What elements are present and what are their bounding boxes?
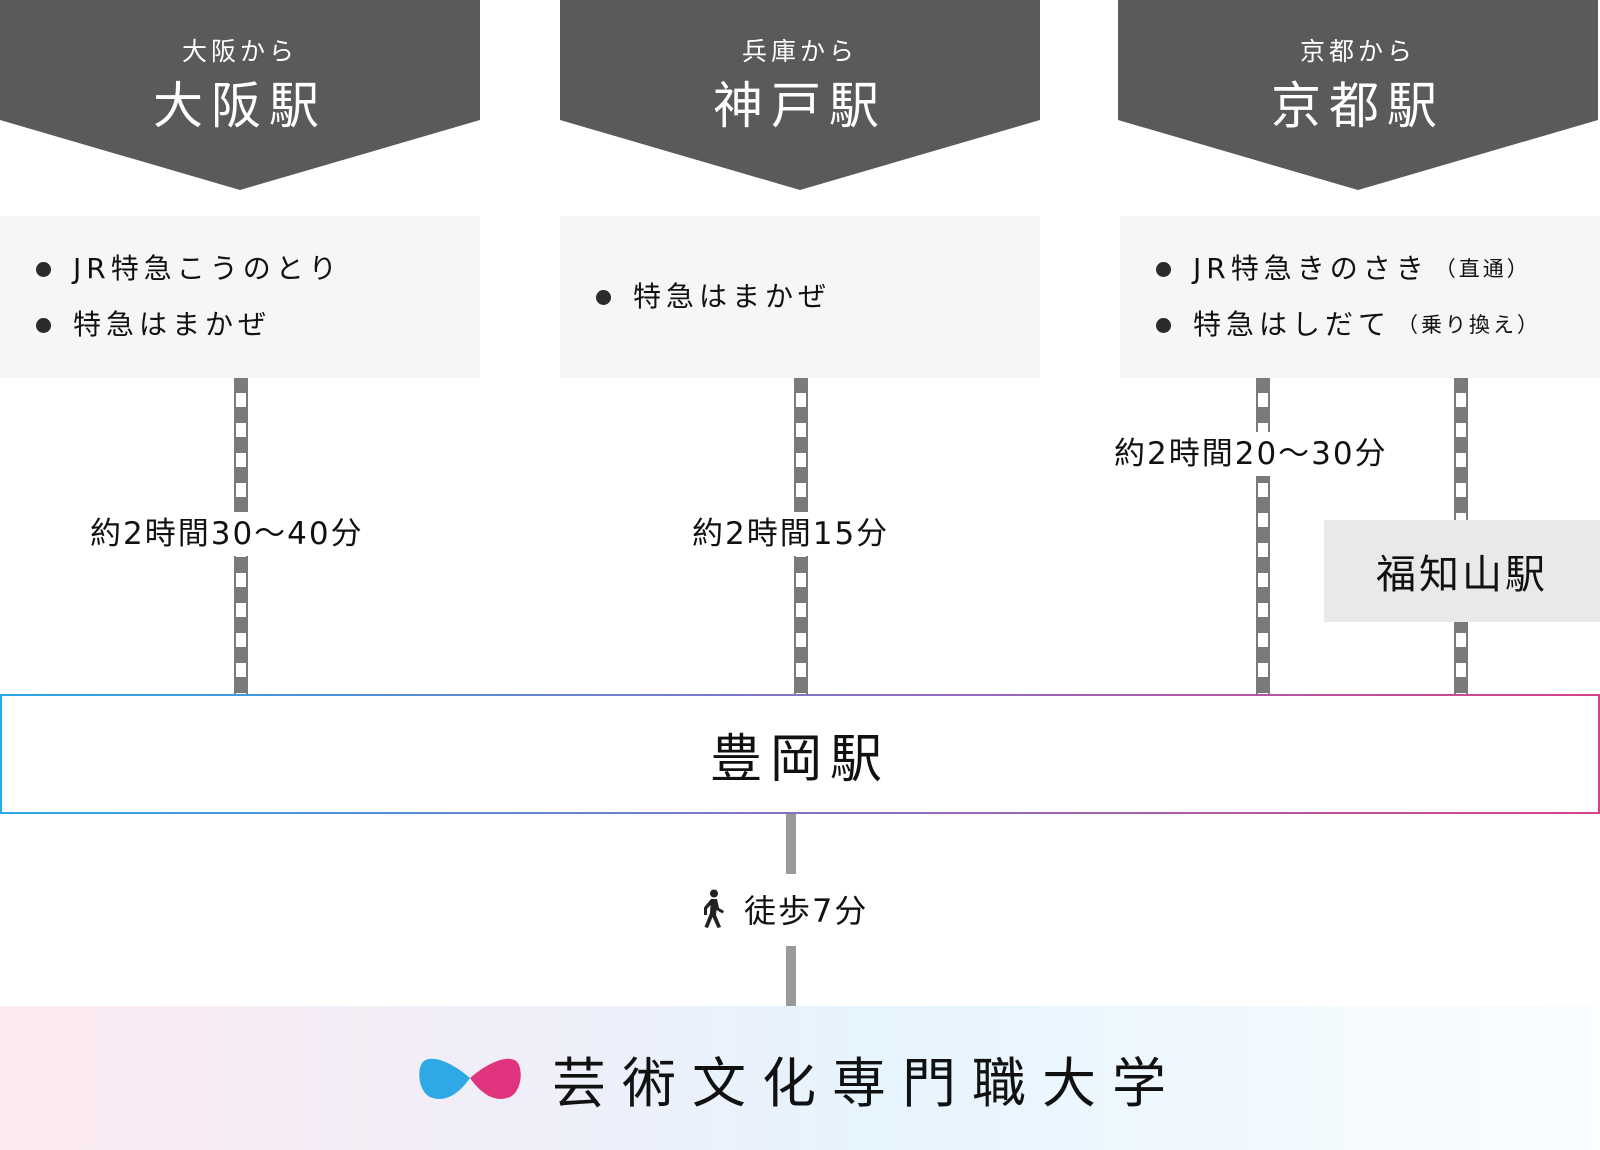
walk-line-bottom	[786, 946, 796, 1006]
bullet-icon	[596, 289, 611, 305]
destination-station: 豊岡駅	[0, 694, 1600, 814]
bullet-icon	[1156, 317, 1171, 333]
bullet-icon	[36, 317, 51, 333]
train-name: 特急はまかぜ	[633, 280, 832, 313]
origin-station-name: 神戸駅	[713, 77, 887, 135]
chevron-arrow-icon	[1118, 0, 1598, 190]
train-name: 特急はしだて	[1193, 308, 1392, 341]
train-note: （直通）	[1434, 257, 1531, 281]
university-logo-icon	[419, 1058, 521, 1099]
walk-line-top	[786, 814, 796, 874]
duration-kobe: 約2時間15分	[692, 512, 890, 556]
chevron-arrow-icon	[0, 0, 480, 190]
rail-track-kyoto-direct	[1256, 378, 1270, 694]
origin-header-osaka: 大阪から 大阪駅	[0, 0, 480, 190]
train-note: （乗り換え）	[1397, 313, 1542, 337]
train-card-kyoto: JR特急きのさき （直通） 特急はしだて （乗り換え）	[1120, 216, 1600, 378]
duration-osaka: 約2時間30〜40分	[90, 512, 364, 556]
origin-from-label: 大阪から	[181, 37, 298, 66]
train-item: 特急はしだて （乗り換え）	[1156, 297, 1600, 353]
train-name: JR特急こうのとり	[73, 252, 342, 285]
origin-from-label: 京都から	[1299, 37, 1416, 66]
origin-header-kobe: 兵庫から 神戸駅	[560, 0, 1040, 190]
train-item: 特急はまかぜ	[36, 297, 480, 353]
origin-header-kyoto: 京都から 京都駅	[1118, 0, 1598, 190]
train-card-kobe: 特急はまかぜ	[560, 216, 1040, 378]
train-name: 特急はまかぜ	[73, 308, 272, 341]
walking-person-icon	[704, 889, 724, 928]
chevron-arrow-icon	[560, 0, 1040, 190]
origin-from-label: 兵庫から	[741, 37, 858, 66]
transfer-station: 福知山駅	[1324, 520, 1600, 622]
duration-kyoto: 約2時間20〜30分	[1114, 432, 1388, 476]
origin-station-name: 大阪駅	[153, 77, 327, 135]
train-item: JR特急こうのとり	[36, 241, 480, 297]
train-name: JR特急きのさき	[1193, 252, 1429, 285]
origin-station-name: 京都駅	[1271, 77, 1445, 135]
university-name: 芸術文化専門職大学	[552, 1051, 1182, 1115]
train-card-osaka: JR特急こうのとり 特急はまかぜ	[0, 216, 480, 378]
bullet-icon	[36, 261, 51, 277]
university-banner: 芸術文化専門職大学	[0, 1006, 1600, 1150]
walk-label: 徒歩7分	[744, 892, 869, 930]
bullet-icon	[1156, 261, 1171, 277]
train-item: 特急はまかぜ	[596, 269, 1040, 325]
walk-info: 徒歩7分	[700, 886, 869, 932]
train-item: JR特急きのさき （直通）	[1156, 241, 1600, 297]
